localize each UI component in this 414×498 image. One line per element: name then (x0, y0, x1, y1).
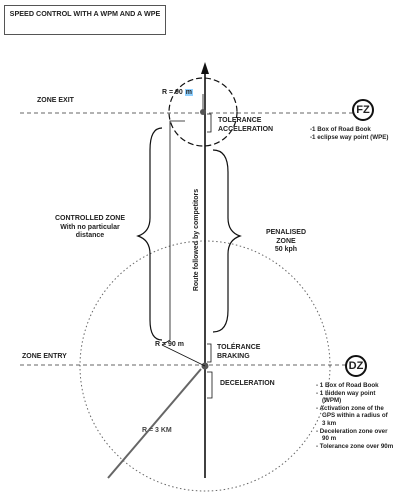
fz-notes: -1 Box of Road Book -1 eclipse way point… (310, 126, 388, 141)
dz-note-8: 90 m (322, 435, 337, 443)
controlled-zone-line-2: With no particular (60, 223, 120, 231)
tolerance-acceleration-circle (168, 77, 238, 147)
tolerance-acceleration-line-1: TOLERANCE (218, 117, 262, 124)
dz-note-3: (WPM) (322, 397, 342, 405)
radius-large-line (107, 368, 202, 479)
radius-top-prefix: R = 90 (162, 89, 183, 96)
penalised-zone-label: PENALISED ZONE 50 kph (256, 229, 316, 255)
tolerance-acceleration-label: TOLERANCE ACCELERATION (218, 117, 273, 134)
dz-note-6: 3 km (322, 419, 337, 427)
tolerance-acceleration-line-2: ACCELERATION (218, 125, 274, 133)
dz-notes: - 1 Box of Road Book - 1 hidden way poin… (316, 382, 393, 450)
dz-note-5: GPS within a radius of (322, 412, 388, 420)
diagram-title: SPEED CONTROL WITH A WPM AND A WPE (4, 5, 166, 35)
wpe-point (200, 109, 206, 115)
dz-note-1: - 1 Box of Road Book (316, 382, 379, 389)
controlled-zone-path (161, 120, 185, 346)
controlled-zone-line-1: CONTROLLED ZONE (55, 215, 125, 222)
radius-bottom-label: R = 90 m (155, 341, 184, 348)
penalised-zone-line-1: PENALISED (265, 229, 307, 236)
fz-note-2: -1 eclipse way point (WPE) (310, 133, 389, 141)
zone-exit-label: ZONE EXIT (37, 97, 74, 104)
controlled-zone-brace (136, 127, 163, 341)
dz-note-9: - Tolerance zone over 90m (316, 442, 394, 450)
penalised-zone-brace (212, 149, 242, 333)
penalised-zone-line-2: ZONE (276, 237, 296, 245)
radius-large-label: R = 3 KM (142, 427, 172, 434)
tolerance-braking-line-1: TOLÉRANCE (217, 344, 261, 351)
radius-top-unit: m (184, 89, 194, 96)
radius-bottom-line (161, 344, 206, 367)
dz-note-2: - 1 hidden way point (316, 389, 376, 397)
tolerance-braking-line-2: BRAKING (217, 352, 250, 360)
route-label: Route followed by competitors (193, 188, 200, 292)
route-arrow-head (201, 62, 209, 74)
fz-badge: FZ (352, 99, 374, 121)
dz-badge: DZ (345, 355, 367, 377)
deceleration-label: DECELERATION (220, 380, 275, 387)
controlled-zone-label: CONTROLLED ZONE With no particular dista… (40, 215, 140, 241)
tolerance-braking-label: TOLÉRANCE BRAKING (217, 344, 260, 361)
fz-note-1: -1 Box of Road Book (310, 126, 371, 133)
braking-bracket (207, 343, 212, 363)
radius-top-label: R = 90 m (162, 89, 194, 96)
penalised-zone-line-3: 50 kph (274, 246, 298, 253)
zone-entry-label: ZONE ENTRY (22, 353, 67, 360)
dz-note-4: - Activation zone of the (316, 404, 384, 412)
dz-note-7: - Deceleration zone over (316, 427, 388, 435)
deceleration-bracket (207, 371, 213, 399)
controlled-zone-line-3: distance (75, 232, 105, 239)
acceleration-bracket (207, 113, 212, 133)
